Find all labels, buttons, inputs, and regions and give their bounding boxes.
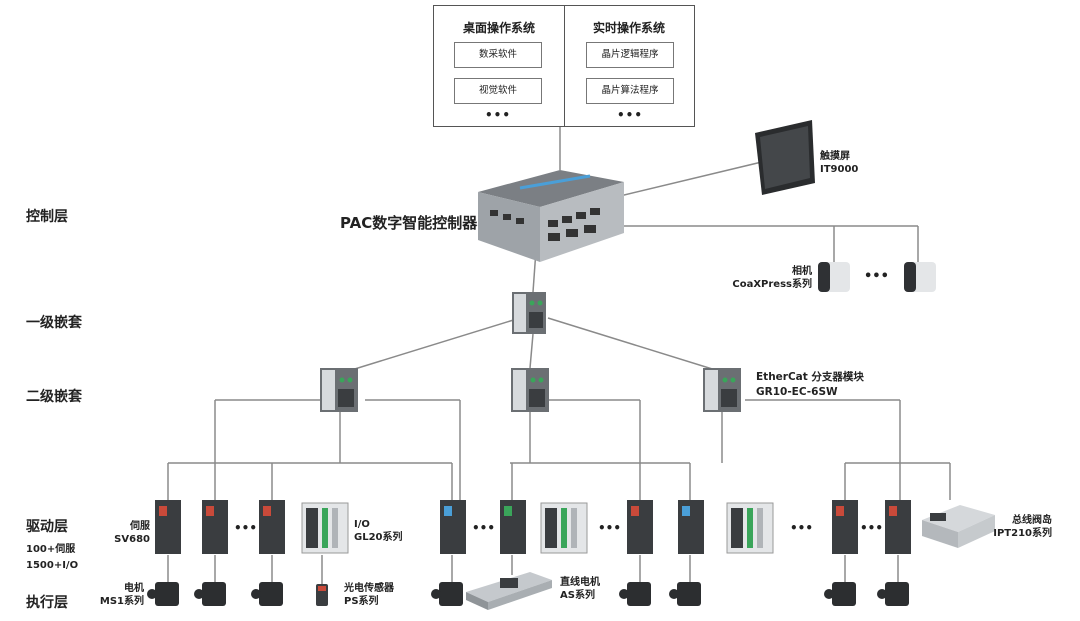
motor: [619, 582, 651, 606]
servo-drive: [440, 500, 466, 554]
desktop-os-title: 桌面操作系统: [462, 21, 535, 35]
io-module: [301, 502, 349, 554]
desktop-os-more: •••: [484, 108, 511, 122]
more-dots: •••: [234, 521, 258, 535]
camera-device-1: [818, 262, 850, 292]
io-module: [540, 502, 588, 554]
layer-label-drive: 驱动层: [26, 519, 68, 535]
linear-motor-name: 直线电机: [560, 577, 600, 588]
motor: [669, 582, 701, 606]
splitter-label: EtherCat 分支器模块 GR10-EC-6SW: [756, 370, 864, 400]
splitter-model: GR10-EC-6SW: [756, 386, 838, 398]
splitter-nest2-right: [703, 368, 741, 412]
motors: [147, 582, 909, 606]
io-name: I/O: [354, 519, 370, 530]
more-dots: •••: [472, 521, 496, 535]
photoelectric-sensor-device: [316, 584, 328, 606]
linear-motor-device: [466, 572, 552, 610]
more-dots: •••: [790, 521, 814, 535]
servo-drive: [155, 500, 181, 554]
io-module: [726, 502, 774, 554]
desktop-os-item: 数采软件: [454, 42, 542, 68]
io-model: GL20系列: [354, 532, 403, 543]
linear-motor-model: AS系列: [560, 590, 595, 601]
valve-island-device: [922, 505, 995, 548]
servo-label: 伺服 SV680: [100, 520, 150, 546]
desktop-os-item: 视觉软件: [454, 78, 542, 104]
motor: [824, 582, 856, 606]
valve-model: IPT210系列: [993, 528, 1052, 539]
io-modules: [301, 502, 774, 554]
servo-drive: [832, 500, 858, 554]
more-dots: •••: [860, 521, 884, 535]
layer-label-exec: 执行层: [26, 595, 68, 611]
controller-title: PAC数字智能控制器: [340, 214, 478, 232]
camera-device-2: [904, 262, 936, 292]
sensor-name: 光电传感器: [344, 583, 394, 594]
touchscreen-model: IT9000: [820, 164, 859, 175]
pac-controller-device: [478, 170, 624, 262]
servo-drives: [155, 500, 911, 554]
camera-more-dots: •••: [864, 269, 889, 284]
sensor-model: PS系列: [344, 596, 379, 607]
splitter-name: EtherCat 分支器模块: [756, 371, 864, 383]
motor: [431, 582, 463, 606]
touchscreen-name: 触摸屏: [820, 151, 850, 162]
layer-label-nest1: 一级嵌套: [26, 315, 82, 331]
motor: [147, 582, 179, 606]
servo-drive: [627, 500, 653, 554]
realtime-os-more: •••: [616, 108, 643, 122]
servo-drive: [885, 500, 911, 554]
motor-label: 电机 MS1系列: [88, 582, 144, 608]
io-label: I/O GL20系列: [354, 518, 403, 544]
servo-drive: [202, 500, 228, 554]
camera-model: CoaXPress系列: [732, 279, 812, 290]
valve-label: 总线阀岛 IPT210系列: [988, 514, 1052, 540]
valve-name: 总线阀岛: [1012, 515, 1052, 526]
realtime-os-item: 晶片逻辑程序: [586, 42, 674, 68]
sensor-label: 光电传感器 PS系列: [344, 582, 394, 608]
layer-label-control: 控制层: [26, 209, 68, 225]
layer-sub-io-count: 1500+I/O: [26, 560, 79, 571]
motor-model: MS1系列: [99, 596, 144, 607]
layer-label-nest2: 二级嵌套: [26, 389, 82, 405]
motor: [877, 582, 909, 606]
camera-name: 相机: [792, 266, 812, 277]
motor: [251, 582, 283, 606]
touchscreen-device: [755, 120, 815, 195]
camera-label: 相机 CoaXPress系列: [720, 265, 812, 291]
servo-name: 伺服: [130, 521, 150, 532]
os-panel: 桌面操作系统 实时操作系统 数采软件 视觉软件 ••• 晶片逻辑程序 晶片算法程…: [433, 5, 695, 127]
servo-drive: [259, 500, 285, 554]
servo-drive: [678, 500, 704, 554]
os-divider: [564, 6, 565, 126]
splitter-nest1: [512, 292, 546, 334]
splitter-nest2-left: [320, 368, 358, 412]
layer-sub-servo-count: 100+伺服: [26, 544, 76, 555]
servo-drive: [500, 500, 526, 554]
realtime-os-item: 晶片算法程序: [586, 78, 674, 104]
linear-motor-label: 直线电机 AS系列: [560, 576, 600, 602]
realtime-os-title: 实时操作系统: [592, 21, 665, 35]
touchscreen-label: 触摸屏 IT9000: [820, 150, 858, 176]
more-dots: •••: [598, 521, 622, 535]
servo-model: SV680: [114, 534, 150, 545]
motor-name: 电机: [124, 583, 144, 594]
motor: [194, 582, 226, 606]
splitter-nest2-middle: [511, 368, 549, 412]
